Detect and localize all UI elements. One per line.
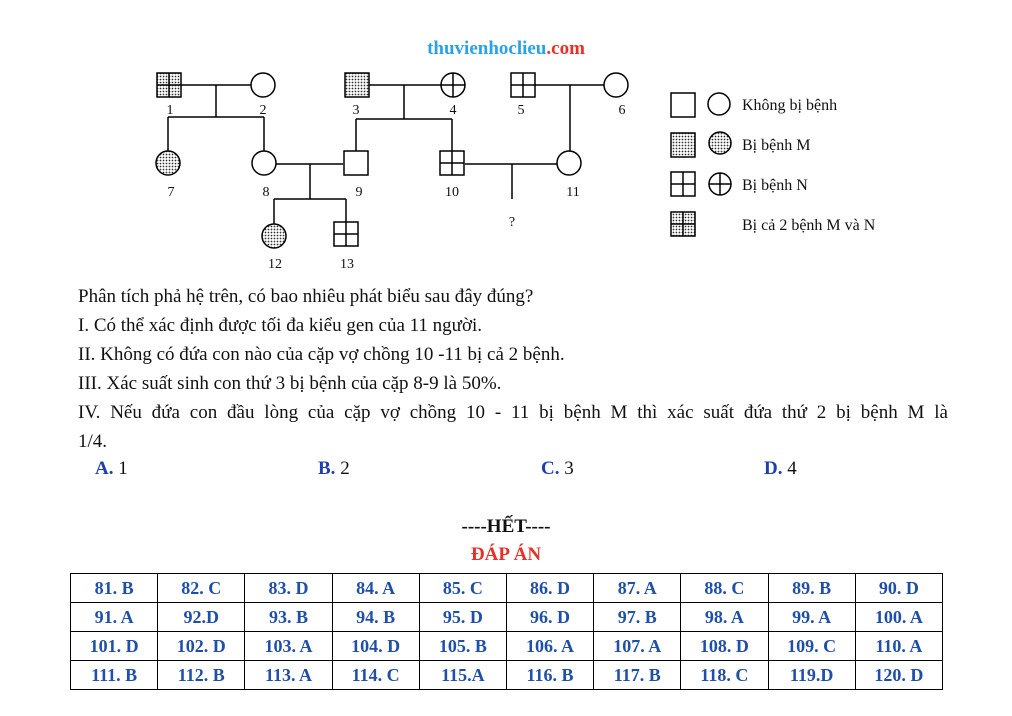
individual-1-both-diseases bbox=[156, 72, 182, 98]
option-a[interactable]: A. 1 bbox=[95, 458, 128, 479]
label-2: 2 bbox=[260, 103, 267, 118]
answer-cell: 112. B bbox=[157, 660, 246, 690]
answer-cell: 83. D bbox=[244, 573, 333, 603]
pedigree-lines bbox=[167, 84, 604, 224]
option-b[interactable]: B. 2 bbox=[318, 458, 350, 479]
answer-cell: 93. B bbox=[244, 602, 333, 632]
answer-cell: 84. A bbox=[331, 573, 420, 603]
answer-key-title: ĐÁP ÁN bbox=[470, 544, 542, 565]
statement-1: I. Có thể xác định được tối đa kiểu gen … bbox=[78, 315, 483, 336]
answer-cell: 102. D bbox=[157, 631, 246, 661]
pedigree-legend: Không bị bệnh Bị bệnh M Bị bệnh N Bị cả … bbox=[670, 92, 876, 237]
answer-cell: 99. A bbox=[767, 602, 856, 632]
answer-cell: 109. C bbox=[767, 631, 856, 661]
answer-cell: 103. A bbox=[244, 631, 333, 661]
answer-cell: 104. D bbox=[331, 631, 420, 661]
individual-3-disease-m bbox=[344, 72, 370, 98]
site-watermark: thuvienhoclieu.com bbox=[427, 38, 585, 59]
answer-cell: 92.D bbox=[157, 602, 246, 632]
label-5: 5 bbox=[518, 103, 525, 118]
label-13: 13 bbox=[340, 257, 354, 272]
answer-cell: 97. B bbox=[593, 602, 682, 632]
answer-cell: 119.D bbox=[767, 660, 856, 690]
answer-cell: 95. D bbox=[418, 602, 507, 632]
individual-13-disease-n bbox=[333, 221, 359, 247]
label-8: 8 bbox=[263, 185, 270, 200]
answer-cell: 115.A bbox=[418, 660, 507, 690]
statement-2: II. Không có đứa con nào của cặp vợ chồn… bbox=[78, 344, 565, 365]
label-1: 1 bbox=[167, 103, 174, 118]
answer-cell: 116. B bbox=[505, 660, 595, 690]
answer-cell: 111. B bbox=[69, 660, 159, 690]
end-marker: ----HẾT---- bbox=[461, 516, 551, 537]
answer-cell: 89. B bbox=[767, 573, 856, 603]
label-9: 9 bbox=[356, 185, 363, 200]
label-3: 3 bbox=[353, 103, 360, 118]
answer-cell: 101. D bbox=[69, 631, 159, 661]
legend-both: Bị cả 2 bệnh M và N bbox=[742, 217, 876, 234]
individual-6-healthy bbox=[603, 72, 629, 98]
answer-cell: 106. A bbox=[505, 631, 595, 661]
answer-cell: 98. A bbox=[680, 602, 769, 632]
individual-5-disease-n bbox=[510, 72, 536, 98]
label-4: 4 bbox=[450, 103, 457, 118]
answer-cell: 110. A bbox=[854, 631, 944, 661]
answer-cell: 108. D bbox=[680, 631, 769, 661]
individual-10-disease-n bbox=[439, 150, 465, 176]
statement-4-continued: 1/4. bbox=[78, 431, 108, 452]
statement-3: III. Xác suất sinh con thứ 3 bị bệnh của… bbox=[78, 373, 502, 394]
answer-cell: 117. B bbox=[593, 660, 682, 690]
question-stem: Phân tích phả hệ trên, có bao nhiêu phát… bbox=[78, 286, 534, 307]
answer-cell: 118. C bbox=[680, 660, 769, 690]
question-block: Phân tích phả hệ trên, có bao nhiêu phát… bbox=[78, 282, 948, 456]
answer-cell: 113. A bbox=[244, 660, 333, 690]
answer-cell: 81. B bbox=[69, 573, 159, 603]
answer-cell: 90. D bbox=[854, 573, 944, 603]
label-11: 11 bbox=[566, 185, 579, 200]
label-6: 6 bbox=[619, 103, 626, 118]
answer-cell: 105. B bbox=[418, 631, 507, 661]
legend-healthy: Không bị bệnh bbox=[742, 97, 837, 114]
individual-12-disease-m bbox=[261, 223, 287, 249]
answer-cell: 88. C bbox=[680, 573, 769, 603]
answer-cell: 114. C bbox=[331, 660, 420, 690]
answer-cell: 120. D bbox=[854, 660, 944, 690]
individual-9-healthy bbox=[343, 150, 369, 176]
answer-cell: 91. A bbox=[69, 602, 159, 632]
pedigree-chart: 1 2 3 4 5 6 7 8 9 10 11 12 13 ? Không bị… bbox=[155, 72, 876, 272]
label-unknown-child: ? bbox=[509, 215, 515, 230]
individual-11-healthy bbox=[556, 150, 582, 176]
answer-cell: 107. A bbox=[593, 631, 682, 661]
individual-2-healthy bbox=[250, 72, 276, 98]
answer-cell: 85. C bbox=[418, 573, 507, 603]
legend-disease-m: Bị bệnh M bbox=[742, 137, 810, 154]
individual-8-healthy bbox=[251, 150, 277, 176]
answer-cell: 87. A bbox=[593, 573, 682, 603]
answer-cell: 94. B bbox=[331, 602, 420, 632]
answer-cell: 86. D bbox=[505, 573, 595, 603]
answer-cell: 100. A bbox=[854, 602, 944, 632]
label-10: 10 bbox=[445, 185, 459, 200]
statement-4: IV. Nếu đứa con đầu lòng của cặp vợ chồn… bbox=[78, 402, 948, 423]
option-c[interactable]: C. 3 bbox=[541, 458, 574, 479]
individual-4-disease-n bbox=[440, 72, 466, 98]
label-12: 12 bbox=[268, 257, 282, 272]
label-7: 7 bbox=[168, 185, 175, 200]
legend-disease-n: Bị bệnh N bbox=[742, 177, 808, 194]
answer-cell: 82. C bbox=[157, 573, 246, 603]
answer-cell: 96. D bbox=[505, 602, 595, 632]
individual-7-disease-m bbox=[155, 150, 181, 176]
option-d[interactable]: D. 4 bbox=[764, 458, 797, 479]
